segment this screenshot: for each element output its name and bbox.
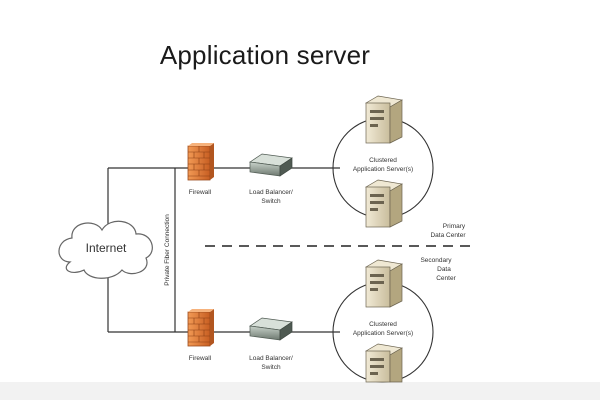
primary-server-top-icon bbox=[364, 95, 404, 144]
primary-lb-label-1: Load Balancer/ bbox=[249, 189, 293, 196]
secondary-dc-label-3: Center bbox=[436, 275, 456, 282]
primary-dc-label-2: Data Center bbox=[430, 232, 466, 239]
primary-cluster-label-2: Application Server(s) bbox=[353, 166, 413, 173]
primary-cluster-label-1: Clustered bbox=[369, 157, 397, 164]
secondary-server-top-icon bbox=[364, 259, 404, 308]
internet-cloud-icon bbox=[58, 220, 153, 279]
secondary-firewall-icon bbox=[187, 309, 214, 347]
bottom-band bbox=[0, 382, 600, 400]
primary-load-balancer-icon bbox=[249, 153, 293, 177]
primary-server-bottom-icon bbox=[364, 179, 404, 228]
internet-label: Internet bbox=[86, 241, 127, 255]
diagram-title: Application server bbox=[159, 40, 371, 70]
secondary-dc-label-2: Data bbox=[437, 266, 451, 273]
secondary-cluster-label-1: Clustered bbox=[369, 321, 397, 328]
primary-lb-label-2: Switch bbox=[261, 198, 281, 205]
primary-firewall-icon bbox=[187, 143, 214, 181]
secondary-dc-label-1: Secondary bbox=[420, 257, 452, 264]
primary-dc-label-1: Primary bbox=[443, 223, 466, 230]
fiber-label: Private Fiber Connection bbox=[164, 214, 171, 286]
secondary-lb-label-2: Switch bbox=[261, 364, 281, 371]
primary-firewall-label: Firewall bbox=[189, 189, 212, 196]
secondary-load-balancer-icon bbox=[249, 317, 293, 341]
secondary-firewall-label: Firewall bbox=[189, 355, 212, 362]
secondary-cluster-label-2: Application Server(s) bbox=[353, 330, 413, 337]
secondary-lb-label-1: Load Balancer/ bbox=[249, 355, 293, 362]
secondary-server-bottom-icon bbox=[364, 343, 404, 383]
